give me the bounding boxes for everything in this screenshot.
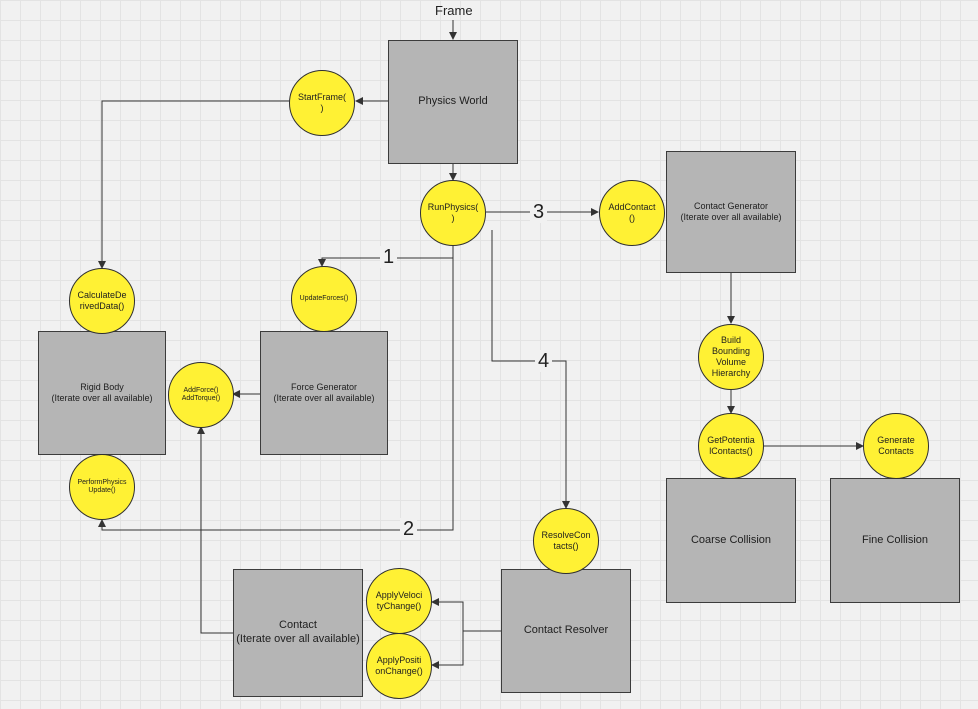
perform-physics-update-node[interactable]: PerformPhysics Update() xyxy=(69,454,135,520)
add-contact-node[interactable]: AddContact () xyxy=(599,180,665,246)
update-forces-node[interactable]: UpdateForces() xyxy=(291,266,357,332)
generate-contacts-node[interactable]: Generate Contacts xyxy=(863,413,929,479)
resolve-contacts-node[interactable]: ResolveCon tacts() xyxy=(533,508,599,574)
calculate-derived-data-node[interactable]: CalculateDe rivedData() xyxy=(69,268,135,334)
get-potential-contacts-node[interactable]: GetPotentia lContacts() xyxy=(698,413,764,479)
apply-velocity-change-node[interactable]: ApplyVeloci tyChange() xyxy=(366,568,432,634)
coarse-collision-box[interactable]: Coarse Collision xyxy=(666,478,796,603)
apply-position-change-node[interactable]: ApplyPositi onChange() xyxy=(366,633,432,699)
contact-box[interactable]: Contact (Iterate over all available) xyxy=(233,569,363,697)
arrow-step2-perform-physics xyxy=(98,246,454,531)
build-bvh-node[interactable]: Build Bounding Volume Hierarchy xyxy=(698,324,764,390)
start-frame-node[interactable]: StartFrame( ) xyxy=(289,70,355,136)
frame-label: Frame xyxy=(435,3,473,18)
add-force-torque-node[interactable]: AddForce() AddTorque() xyxy=(168,362,234,428)
step-1-label: 1 xyxy=(380,246,398,268)
run-physics-node[interactable]: RunPhysics( ) xyxy=(420,180,486,246)
arrow-contact-to-addforce xyxy=(197,426,233,634)
contact-resolver-box[interactable]: Contact Resolver xyxy=(501,569,631,693)
step-2-label: 2 xyxy=(400,518,418,540)
arrow-step4-resolve-contacts xyxy=(491,230,570,509)
force-generator-box[interactable]: Force Generator (Iterate over all availa… xyxy=(260,331,388,455)
arrow-resolver-to-position xyxy=(431,631,464,669)
contact-generator-box[interactable]: Contact Generator (Iterate over all avai… xyxy=(666,151,796,273)
step-3-label: 3 xyxy=(530,201,548,223)
physics-world-box[interactable]: Physics World xyxy=(388,40,518,164)
arrow-startframe-to-calculate xyxy=(98,100,290,269)
step-4-label: 4 xyxy=(535,350,553,372)
fine-collision-box[interactable]: Fine Collision xyxy=(830,478,960,603)
rigid-body-box[interactable]: Rigid Body (Iterate over all available) xyxy=(38,331,166,455)
arrow-resolver-to-velocity xyxy=(431,598,501,632)
